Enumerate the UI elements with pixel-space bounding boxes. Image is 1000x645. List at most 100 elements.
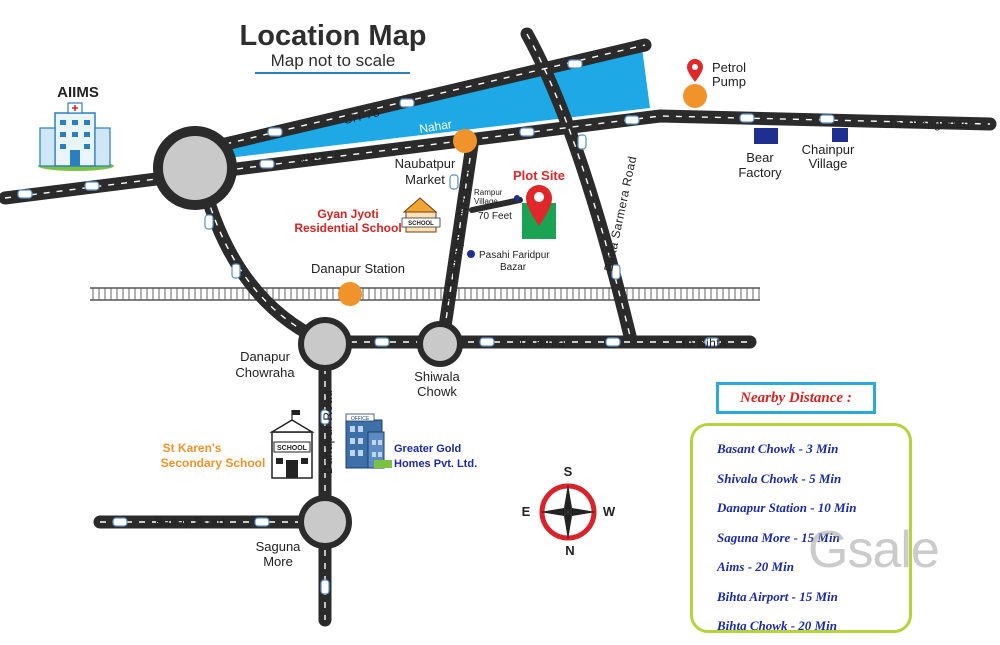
junction-saguna-more xyxy=(298,495,352,549)
plot-site-pin-icon xyxy=(526,185,552,226)
label-bear-factory-1: Bear xyxy=(746,150,774,165)
school-icon: SCHOOL xyxy=(401,197,441,233)
nearby-distance-title: Nearby Distance : xyxy=(716,382,876,414)
compass-icon xyxy=(539,483,597,541)
rampur-village-dot xyxy=(514,195,520,201)
label-pasahi-1: Pasahi Faridpur xyxy=(479,250,550,261)
label-naubatpur-market-2: Market xyxy=(405,172,445,187)
pasahi-dot xyxy=(467,250,475,258)
label-rampur-village-1: Rampur xyxy=(474,188,503,197)
car-icon xyxy=(479,337,495,347)
compass-s-label: S xyxy=(564,464,573,479)
label-chainpur-village-2: Village xyxy=(809,156,848,171)
nearby-item: Bihta Airport - 15 Min xyxy=(717,588,838,604)
car-icon xyxy=(399,98,415,108)
car-icon xyxy=(449,174,459,190)
hospital-icon xyxy=(38,102,114,171)
label-st-karens-1: St Karen's xyxy=(163,441,222,455)
railway-track xyxy=(90,287,760,301)
car-icon xyxy=(204,214,214,230)
naubatpur-market-marker xyxy=(453,129,477,153)
label-rampur-village-2: Village xyxy=(474,197,498,206)
nearby-item: Shivala Chowk - 5 Min xyxy=(717,470,842,486)
car-icon xyxy=(605,337,621,347)
road-label-to-bihta-2: To Bihta xyxy=(680,336,727,350)
label-aiims: AIIMS xyxy=(57,84,99,101)
label-pasahi-2: Bazar xyxy=(500,262,527,273)
junction-danapur-chowraha xyxy=(298,317,352,371)
compass-e-label: E xyxy=(522,504,531,519)
car-icons xyxy=(17,59,835,595)
label-saguna-more-2: More xyxy=(263,554,293,569)
office-sign-text: OFFICE xyxy=(351,416,370,422)
road-label-nahar: Nahar xyxy=(418,117,452,136)
map-subtitle: Map not to scale xyxy=(271,51,396,70)
map-title: Location Map xyxy=(240,20,427,52)
car-icon xyxy=(519,127,535,137)
bear-factory-icon xyxy=(754,128,778,144)
car-icon xyxy=(739,113,755,123)
plot-site xyxy=(522,185,556,239)
car-icon xyxy=(231,263,241,279)
compass-w-label: W xyxy=(603,504,616,519)
car-icon xyxy=(577,134,587,150)
road-label-to-bihta-1: To Bihta xyxy=(518,336,565,350)
nearby-item: Saguna More - 15 Min xyxy=(717,529,840,545)
junction-shiwala-chowk xyxy=(417,321,463,367)
label-st-karens-2: Secondary School xyxy=(161,456,266,470)
label-danapur-chowraha-2: Chowraha xyxy=(235,365,295,380)
car-icon xyxy=(259,159,275,169)
label-70-feet: 70 Feet xyxy=(478,211,512,222)
car-icon xyxy=(567,59,583,69)
car-icon xyxy=(267,127,283,137)
junctions xyxy=(153,126,463,549)
label-saguna-more-1: Saguna xyxy=(256,539,302,554)
road-label-to-naubatpur: To Naubatpur - NH-139 xyxy=(441,170,476,305)
car-icon xyxy=(112,517,128,527)
label-danapur-station: Danapur Station xyxy=(311,261,405,276)
road-naubatpur xyxy=(436,138,479,347)
label-naubatpur-market-1: Naubatpur xyxy=(395,156,456,171)
school-sign-text: SCHOOL xyxy=(277,445,308,452)
petrol-pump-pin-icon xyxy=(687,59,703,82)
school-icon: SCHOOL xyxy=(269,410,315,479)
office-building-icon: OFFICE xyxy=(345,413,392,469)
car-icon xyxy=(84,181,100,191)
road-label-bihta-sarmera: Bihta Sarmera Road xyxy=(601,155,639,273)
car-icon xyxy=(611,264,621,280)
road-label-nh139: NH-139 xyxy=(297,148,343,167)
nearby-item: Danapur Station - 10 Min xyxy=(717,500,857,515)
danapur-station-marker xyxy=(338,282,362,306)
label-bear-factory-2: Factory xyxy=(738,165,782,180)
label-gyan-jyoti-1: Gyan Jyoti xyxy=(317,207,378,221)
car-icon xyxy=(624,115,640,125)
nearby-distance-title-text: Nearby Distance : xyxy=(740,389,852,406)
car-icon xyxy=(254,517,270,527)
label-gyan-jyoti-2: Residential School xyxy=(294,221,401,235)
petrol-pump-marker xyxy=(683,84,707,108)
nearby-item: Aims - 20 Min xyxy=(717,559,794,574)
nearby-item: Bihta Chowk - 20 Min xyxy=(717,618,837,633)
label-greater-gold-2: Homes Pvt. Ltd. xyxy=(394,458,477,470)
label-chainpur-village-1: Chainpur xyxy=(802,142,855,157)
junction-basant-chowk xyxy=(153,126,237,210)
car-icon xyxy=(17,189,33,199)
car-icon xyxy=(374,337,390,347)
road-label-to-orangabad: To Orangabad xyxy=(888,117,970,131)
label-danapur-chowraha-1: Danapur xyxy=(240,349,291,364)
car-icon xyxy=(819,114,835,124)
label-petrol-pump-1: Petrol xyxy=(712,60,746,75)
road-70-feet xyxy=(469,197,523,213)
school-sign-text: SCHOOL xyxy=(408,221,434,227)
nearby-item: Basant Chowk - 3 Min xyxy=(717,441,839,456)
label-plot-site: Plot Site xyxy=(513,168,565,183)
label-greater-gold-1: Greater Gold xyxy=(394,443,461,455)
label-petrol-pump-2: Pump xyxy=(712,74,746,89)
watermark: Gsale xyxy=(808,521,940,579)
compass-n-label: N xyxy=(565,543,574,558)
nearby-distance-list: Basant Chowk - 3 Min Shivala Chowk - 5 M… xyxy=(690,423,912,633)
car-icon xyxy=(320,579,330,595)
label-shiwala-chowk-2: Chowk xyxy=(417,384,457,399)
car-icon xyxy=(704,337,720,347)
